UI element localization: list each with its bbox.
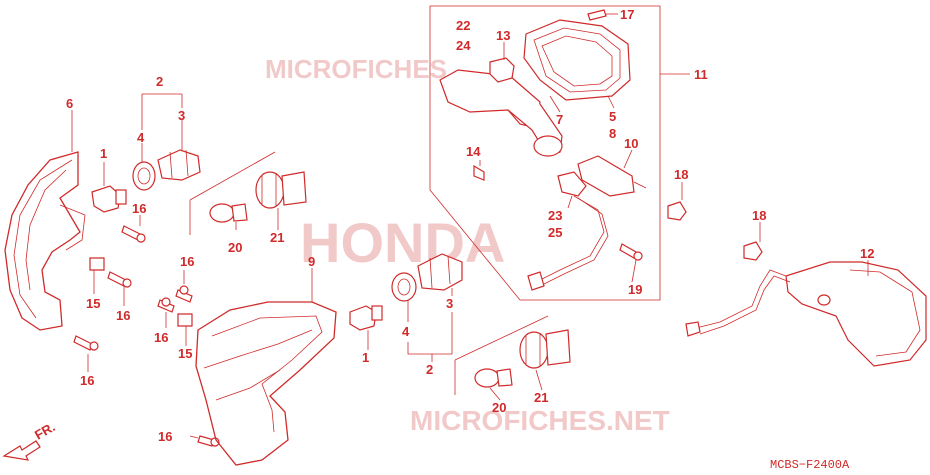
front-direction-arrow: FR. [2, 419, 58, 461]
callout-17: 17 [620, 7, 634, 22]
callout-2: 2 [426, 362, 433, 377]
callout-16: 16 [116, 308, 130, 323]
callout-25: 25 [548, 225, 562, 240]
callout-21: 21 [534, 390, 548, 405]
callout-5: 5 [609, 109, 616, 124]
bulb-socket-bottom [454, 315, 571, 395]
callout-8: 8 [609, 126, 616, 141]
callout-20: 20 [492, 400, 506, 415]
callout-16: 16 [132, 201, 146, 216]
callout-10: 10 [624, 136, 638, 151]
callout-16: 16 [80, 373, 94, 388]
callout-16: 16 [158, 429, 172, 444]
rear-side-cover-part [4, 151, 86, 331]
callout-3: 3 [178, 108, 185, 123]
tail-light-housing [195, 301, 337, 466]
callout-18: 18 [752, 208, 766, 223]
callout-1: 1 [100, 146, 107, 161]
callout-4: 4 [137, 130, 145, 145]
bulb-socket-left [189, 151, 307, 235]
callout-23: 23 [548, 208, 562, 223]
watermark-microfiches-top: MICROFICHES [265, 54, 447, 84]
callout-12: 12 [860, 246, 874, 261]
callout-3: 3 [446, 296, 453, 311]
watermark-honda: HONDA [300, 211, 505, 274]
callout-20: 20 [228, 240, 242, 255]
callout-numbers: 6 1 2 4 3 16 16 15 16 16 15 16 16 20 21 … [66, 7, 874, 444]
callout-7: 7 [556, 112, 563, 127]
callout-11: 11 [694, 67, 708, 82]
callout-15: 15 [86, 296, 100, 311]
leader-lines [71, 13, 869, 439]
rear-winker [685, 261, 927, 367]
watermark-microfiches-bottom: MICROFICHES.NET [410, 405, 670, 436]
callout-16: 16 [154, 330, 168, 345]
callout-22: 22 [456, 18, 470, 33]
callout-9: 9 [308, 254, 315, 269]
callout-21: 21 [270, 230, 284, 245]
callout-6: 6 [66, 96, 73, 111]
callout-24: 24 [456, 38, 471, 53]
callout-2: 2 [156, 74, 163, 89]
diagram-code: MCBS−F2400A [770, 458, 850, 472]
callout-1: 1 [362, 350, 369, 365]
front-direction-label: FR. [32, 419, 58, 442]
callout-15: 15 [178, 346, 192, 361]
callout-13: 13 [496, 28, 510, 43]
nut-18-group [667, 201, 763, 261]
callout-18: 18 [674, 167, 688, 182]
front-winker-assembly [429, 5, 661, 301]
callout-16: 16 [180, 254, 194, 269]
callout-14: 14 [466, 144, 481, 159]
screw-group-left [73, 225, 220, 447]
left-bulb-group [91, 149, 201, 213]
center-bulb-group [349, 253, 463, 331]
callout-4: 4 [402, 324, 410, 339]
callout-19: 19 [628, 282, 642, 297]
